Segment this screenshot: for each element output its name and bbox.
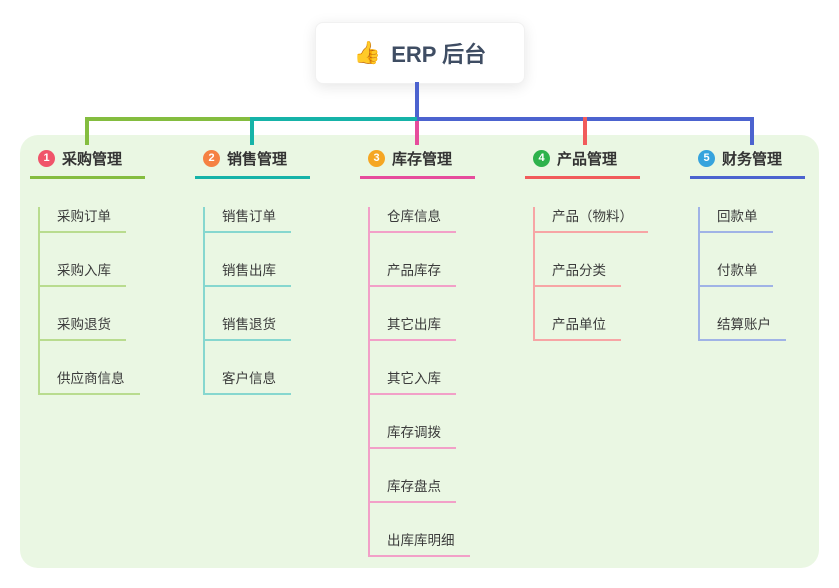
branch-sales-children: 销售订单 销售出库 销售退货 客户信息 [203, 207, 310, 395]
branch-inventory: 3 库存管理 仓库信息 产品库存 其它出库 其它入库 库存调拨 库存盘点 出库库… [360, 148, 475, 557]
node-customer-info[interactable]: 客户信息 [205, 369, 291, 395]
badge-4: 4 [533, 150, 550, 167]
branch-sales-title: 销售管理 [227, 151, 288, 168]
badge-2: 2 [203, 150, 220, 167]
branch-purchase-children: 采购订单 采购入库 采购退货 供应商信息 [38, 207, 145, 395]
branch-inventory-header[interactable]: 3 库存管理 [360, 148, 475, 179]
node-stock-transfer[interactable]: 库存调拨 [370, 423, 456, 449]
node-product-stock[interactable]: 产品库存 [370, 261, 456, 287]
branch-finance-children: 回款单 付款单 结算账户 [698, 207, 805, 341]
connector-drop-product [583, 117, 587, 145]
branch-sales-header[interactable]: 2 销售管理 [195, 148, 310, 179]
badge-1: 1 [38, 150, 55, 167]
branch-finance: 5 财务管理 回款单 付款单 结算账户 [690, 148, 805, 341]
branch-purchase: 1 采购管理 采购订单 采购入库 采购退货 供应商信息 [30, 148, 145, 395]
connector-drop-inventory [415, 121, 419, 145]
node-supplier-info[interactable]: 供应商信息 [40, 369, 140, 395]
node-settlement-account[interactable]: 结算账户 [700, 315, 786, 341]
node-sales-order[interactable]: 销售订单 [205, 207, 291, 233]
badge-3: 3 [368, 150, 385, 167]
node-purchase-return[interactable]: 采购退货 [40, 315, 126, 341]
node-product-category[interactable]: 产品分类 [535, 261, 621, 287]
branch-finance-title: 财务管理 [722, 151, 783, 168]
root-node-label: ERP 后台 [391, 42, 487, 67]
connector-horizontal-teal [252, 117, 417, 121]
branch-product-title: 产品管理 [557, 151, 618, 168]
connector-drop-purchase [85, 117, 89, 145]
badge-5: 5 [698, 150, 715, 167]
connector-horizontal-green [85, 117, 252, 121]
node-other-outbound[interactable]: 其它出库 [370, 315, 456, 341]
branch-product-header[interactable]: 4 产品管理 [525, 148, 640, 179]
mindmap-panel [20, 135, 819, 568]
branch-inventory-title: 库存管理 [392, 151, 453, 168]
connector-root-drop [415, 82, 419, 121]
branch-product-children: 产品（物料） 产品分类 产品单位 [533, 207, 648, 341]
node-other-inbound[interactable]: 其它入库 [370, 369, 456, 395]
connector-drop-sales [250, 117, 254, 145]
node-product-material[interactable]: 产品（物料） [535, 207, 648, 233]
node-payment-order[interactable]: 付款单 [700, 261, 773, 287]
node-sales-outbound[interactable]: 销售出库 [205, 261, 291, 287]
node-outbound-detail[interactable]: 出库库明细 [370, 531, 470, 557]
thumbs-up-icon: 👍 [353, 40, 382, 65]
branch-inventory-children: 仓库信息 产品库存 其它出库 其它入库 库存调拨 库存盘点 出库库明细 [368, 207, 475, 557]
node-product-unit[interactable]: 产品单位 [535, 315, 621, 341]
root-node-erp[interactable]: 👍 ERP 后台 [315, 22, 525, 84]
branch-product: 4 产品管理 产品（物料） 产品分类 产品单位 [525, 148, 648, 341]
branch-purchase-header[interactable]: 1 采购管理 [30, 148, 145, 179]
connector-drop-finance [750, 117, 754, 145]
branch-finance-header[interactable]: 5 财务管理 [690, 148, 805, 179]
node-receipt-order[interactable]: 回款单 [700, 207, 773, 233]
node-sales-return[interactable]: 销售退货 [205, 315, 291, 341]
node-warehouse-info[interactable]: 仓库信息 [370, 207, 456, 233]
node-stock-taking[interactable]: 库存盘点 [370, 477, 456, 503]
node-purchase-inbound[interactable]: 采购入库 [40, 261, 126, 287]
branch-purchase-title: 采购管理 [62, 151, 123, 168]
branch-sales: 2 销售管理 销售订单 销售出库 销售退货 客户信息 [195, 148, 310, 395]
node-purchase-order[interactable]: 采购订单 [40, 207, 126, 233]
